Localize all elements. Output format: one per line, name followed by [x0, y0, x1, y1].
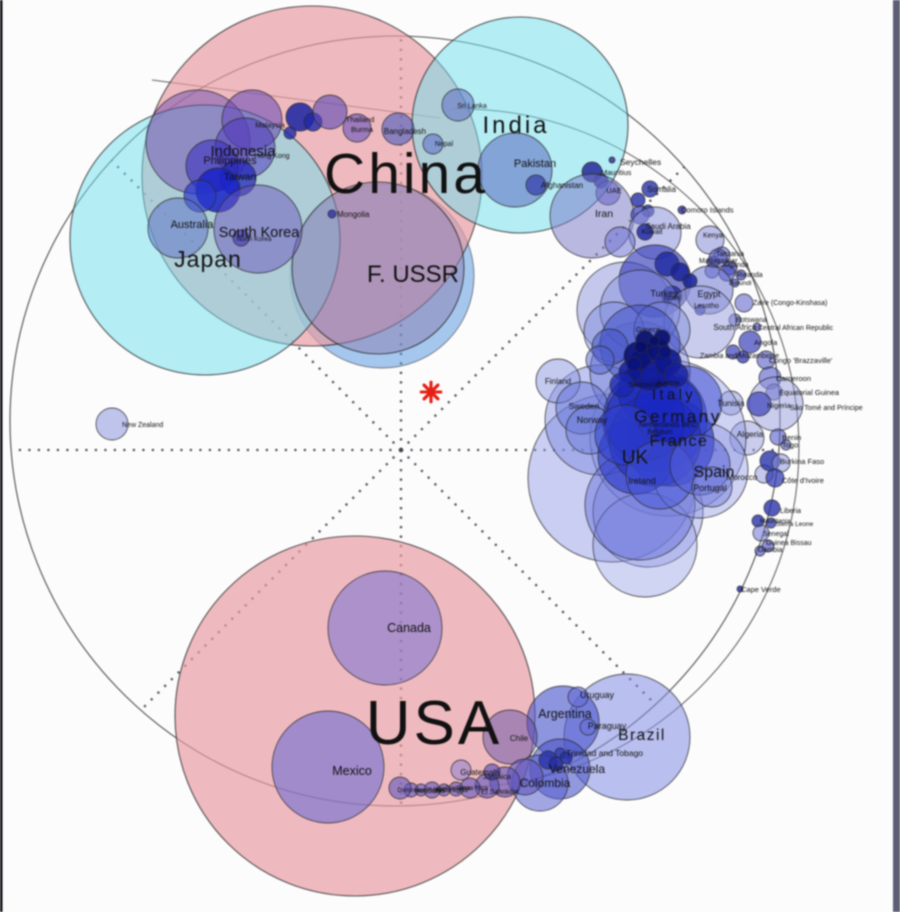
svg-text:Uruguay: Uruguay: [580, 690, 615, 700]
svg-text:Madagascar: Madagascar: [699, 258, 738, 265]
svg-text:Honduras: Honduras: [415, 788, 446, 795]
svg-text:Liberia: Liberia: [780, 508, 801, 515]
svg-text:Chile: Chile: [510, 734, 529, 743]
svg-text:Burundi: Burundi: [729, 280, 751, 287]
svg-text:Taiwan: Taiwan: [224, 171, 257, 183]
svg-text:Seychelles: Seychelles: [620, 157, 661, 167]
svg-text:Kuwait: Kuwait: [641, 229, 662, 236]
svg-text:Rwanda: Rwanda: [737, 272, 763, 279]
svg-text:Colombia: Colombia: [520, 776, 571, 790]
svg-text:Ireland: Ireland: [628, 476, 656, 486]
svg-text:North Korea: North Korea: [236, 236, 271, 243]
svg-text:Sri Lanka: Sri Lanka: [457, 103, 487, 110]
svg-text:Costa Rica: Costa Rica: [456, 785, 488, 792]
svg-text:Zaire (Congo-Kinshasa): Zaire (Congo-Kinshasa): [753, 300, 827, 307]
svg-text:Portugal: Portugal: [693, 483, 727, 493]
svg-text:Algeria: Algeria: [737, 429, 764, 439]
svg-text:Sierra Leone: Sierra Leone: [776, 521, 814, 528]
svg-text:Spain: Spain: [694, 464, 735, 481]
svg-text:Burkina Faso: Burkina Faso: [780, 457, 824, 466]
svg-text:India: India: [482, 112, 549, 139]
svg-text:Paraguay: Paraguay: [588, 721, 627, 731]
svg-text:South Korea: South Korea: [219, 225, 301, 241]
svg-text:Netherlands BEC: Netherlands BEC: [639, 420, 698, 429]
svg-text:Bangladesh: Bangladesh: [384, 127, 426, 136]
svg-text:Norway: Norway: [577, 415, 608, 425]
svg-text:Nepal: Nepal: [435, 141, 454, 148]
svg-text:Zambia and Mozambique: Zambia and Mozambique: [700, 353, 779, 360]
svg-text:Comoro Islands: Comoro Islands: [681, 206, 734, 215]
svg-text:Mauritania: Mauritania: [760, 518, 791, 525]
svg-text:Japan: Japan: [174, 246, 242, 272]
svg-text:Gambia: Gambia: [758, 547, 783, 554]
svg-text:Mexico: Mexico: [332, 764, 372, 778]
svg-text:Nigeria: Nigeria: [767, 401, 792, 410]
svg-text:Tunisia: Tunisia: [717, 398, 744, 408]
svg-text:Australia: Australia: [171, 219, 215, 231]
svg-text:Jamaica: Jamaica: [483, 772, 512, 781]
svg-text:Tanzania: Tanzania: [716, 251, 744, 258]
svg-text:Brazil: Brazil: [618, 727, 666, 744]
svg-text:Canada: Canada: [387, 621, 431, 635]
svg-text:Angola: Angola: [754, 338, 778, 347]
svg-text:Morocco: Morocco: [727, 473, 758, 482]
svg-text:South Africa: South Africa: [713, 323, 757, 332]
svg-text:F. USSR: F. USSR: [367, 261, 459, 288]
svg-text:Venezuela: Venezuela: [549, 762, 605, 776]
svg-text:São Tomé and Príncipe: São Tomé and Príncipe: [790, 405, 863, 412]
svg-text:Somalia: Somalia: [647, 185, 676, 194]
svg-text:Lesotho: Lesotho: [694, 303, 719, 310]
svg-text:Uganda: Uganda: [724, 262, 749, 269]
svg-text:Togo: Togo: [782, 441, 798, 450]
svg-text:Nicaragua: Nicaragua: [436, 787, 468, 794]
svg-text:Dominican Rep: Dominican Rep: [397, 788, 439, 794]
svg-text:Afghanistan: Afghanistan: [541, 181, 583, 190]
svg-text:USA: USA: [366, 689, 502, 758]
svg-text:Cameroon: Cameroon: [776, 374, 811, 383]
svg-text:Iran: Iran: [595, 208, 613, 220]
svg-text:Burma: Burma: [351, 125, 374, 134]
svg-text:UK: UK: [622, 448, 649, 469]
svg-text:El Salvador: El Salvador: [481, 787, 520, 796]
svg-text:Cape Verde: Cape Verde: [741, 585, 781, 594]
svg-text:New Zealand: New Zealand: [122, 422, 163, 429]
svg-text:Congo 'Brazzaville': Congo 'Brazzaville': [769, 356, 833, 365]
svg-text:Indonesia: Indonesia: [210, 143, 276, 160]
svg-text:Kenya: Kenya: [703, 233, 723, 240]
svg-text:Guinea Bissau: Guinea Bissau: [766, 540, 812, 547]
svg-text:Côte d'Ivoire: Côte d'Ivoire: [782, 476, 824, 485]
svg-text:Turkey: Turkey: [650, 289, 678, 299]
svg-text:Panama: Panama: [446, 785, 471, 792]
svg-text:Hong Kong: Hong Kong: [254, 153, 289, 160]
svg-text:Thailand: Thailand: [346, 115, 375, 124]
svg-text:Benin: Benin: [782, 433, 801, 442]
svg-text:Trinidad and Tobago: Trinidad and Tobago: [566, 748, 643, 758]
svg-text:Switzerland: Switzerland: [629, 380, 668, 389]
svg-text:Philippines: Philippines: [203, 155, 257, 167]
svg-text:Equatorial Guinea: Equatorial Guinea: [779, 388, 840, 397]
svg-text:Haiti: Haiti: [433, 786, 446, 793]
svg-text:Italy: Italy: [652, 388, 696, 404]
svg-text:France: France: [650, 433, 709, 450]
svg-text:Germany: Germany: [634, 407, 721, 426]
svg-text:Israel: Israel: [663, 295, 681, 302]
svg-text:Malaysia: Malaysia: [255, 121, 285, 130]
svg-text:Senegal: Senegal: [763, 531, 789, 538]
svg-text:Sweden: Sweden: [569, 401, 600, 411]
svg-text:Belgium: Belgium: [647, 429, 672, 436]
svg-text:Austria: Austria: [656, 378, 680, 387]
svg-text:China: China: [324, 142, 488, 206]
svg-text:Finland: Finland: [545, 377, 571, 386]
svg-text:Greece: Greece: [636, 325, 661, 334]
svg-text:Guatemala: Guatemala: [460, 768, 500, 777]
svg-text:Mongolia: Mongolia: [337, 210, 370, 219]
svg-text:Saudi Arabia: Saudi Arabia: [645, 222, 691, 231]
svg-text:Argentina: Argentina: [538, 707, 592, 721]
svg-text:Pakistan: Pakistan: [514, 158, 556, 170]
svg-text:Egypt: Egypt: [697, 289, 721, 299]
svg-text:UAE: UAE: [606, 186, 621, 195]
svg-text:Botswana: Botswana: [736, 317, 767, 324]
svg-text:Mauritius: Mauritius: [601, 168, 632, 177]
svg-text:Central African Republic: Central African Republic: [758, 325, 834, 332]
